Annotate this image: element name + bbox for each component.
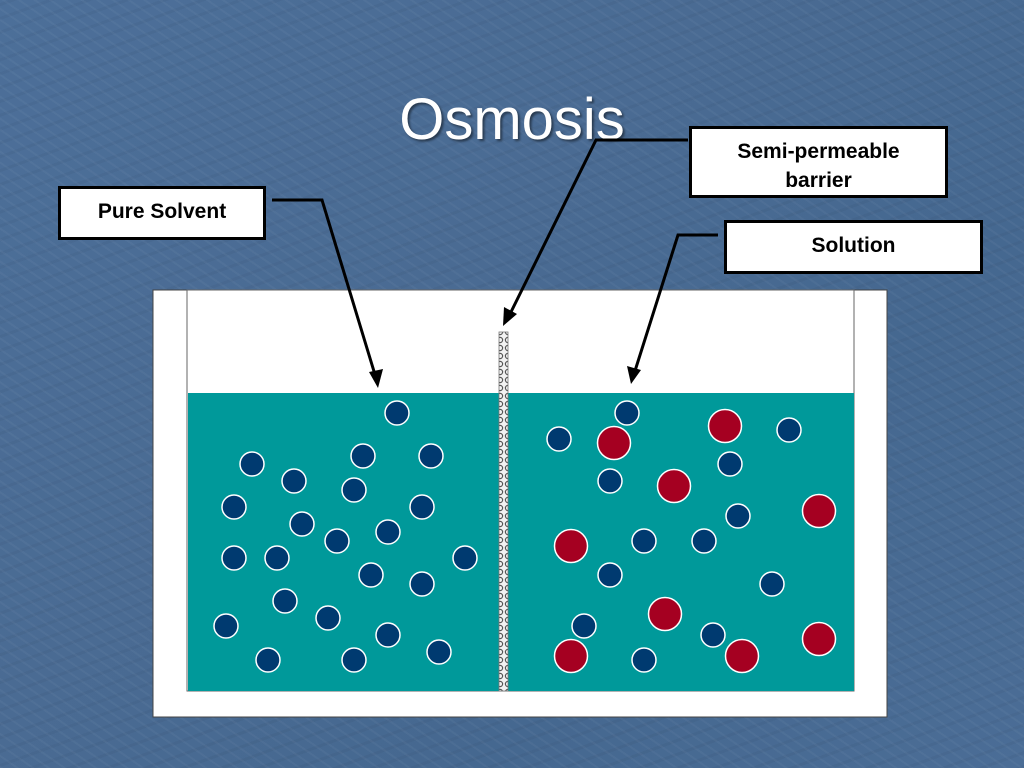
solvent-particle (315, 605, 341, 631)
solvent-particle (281, 468, 307, 494)
solute-particle (656, 468, 692, 504)
pure-solvent-label: Pure Solvent (58, 186, 266, 240)
semi-permeable-text-line2: barrier (785, 169, 852, 193)
particles-group (213, 400, 837, 674)
solvent-particle (289, 511, 315, 537)
solvent-particle (409, 571, 435, 597)
semi-permeable-label: Semi-permeable barrier (689, 126, 948, 198)
solvent-particle (375, 622, 401, 648)
slide-title: Osmosis (399, 87, 625, 152)
arrow-pure-solvent (272, 198, 378, 379)
solvent-particle (375, 519, 401, 545)
solvent-particle (691, 528, 717, 554)
solvent-particle (350, 443, 376, 469)
solvent-particle (221, 494, 247, 520)
solvent-particle (759, 571, 785, 597)
solvent-particle (221, 545, 247, 571)
solvent-particle (324, 528, 350, 554)
arrowhead-solution (627, 366, 641, 384)
solvent-particle (426, 639, 452, 665)
solute-particle (724, 638, 760, 674)
solvent-particle (255, 647, 281, 673)
solute-particle (553, 638, 589, 674)
solution-label: Solution (724, 220, 983, 274)
solvent-particle (384, 400, 410, 426)
solvent-particle (631, 528, 657, 554)
arrowhead-pure-solvent (369, 369, 383, 388)
solvent-particle (597, 468, 623, 494)
solvent-particle (452, 545, 478, 571)
solvent-particle (272, 588, 298, 614)
solvent-particle (725, 503, 751, 529)
arrow-semi-permeable (508, 138, 688, 315)
solvent-particle (358, 562, 384, 588)
solvent-particle (776, 417, 802, 443)
solvent-particle (418, 443, 444, 469)
solvent-particle (341, 477, 367, 503)
solvent-particle (597, 562, 623, 588)
solvent-particle (546, 426, 572, 452)
solvent-particle (717, 451, 743, 477)
solvent-particle (700, 622, 726, 648)
semi-permeable-barrier (498, 331, 509, 692)
solute-particle (596, 425, 632, 461)
arrow-solution (632, 233, 718, 375)
solvent-particle (341, 647, 367, 673)
solvent-particle (409, 494, 435, 520)
solvent-particle (213, 613, 239, 639)
solution-text: Solution (811, 234, 896, 257)
solvent-particle (571, 613, 597, 639)
arrowhead-semi-permeable (503, 307, 517, 326)
semi-permeable-text-line1: Semi-permeable (737, 140, 900, 163)
solvent-particle (614, 400, 640, 426)
solute-particle (553, 528, 589, 564)
pure-solvent-text: Pure Solvent (97, 200, 227, 223)
solute-particle (647, 596, 683, 632)
solute-particle (801, 621, 837, 657)
solvent-particle (264, 545, 290, 571)
solute-particle (801, 493, 837, 529)
solvent-particle (239, 451, 265, 477)
solute-particle (707, 408, 743, 444)
solvent-particle (631, 647, 657, 673)
